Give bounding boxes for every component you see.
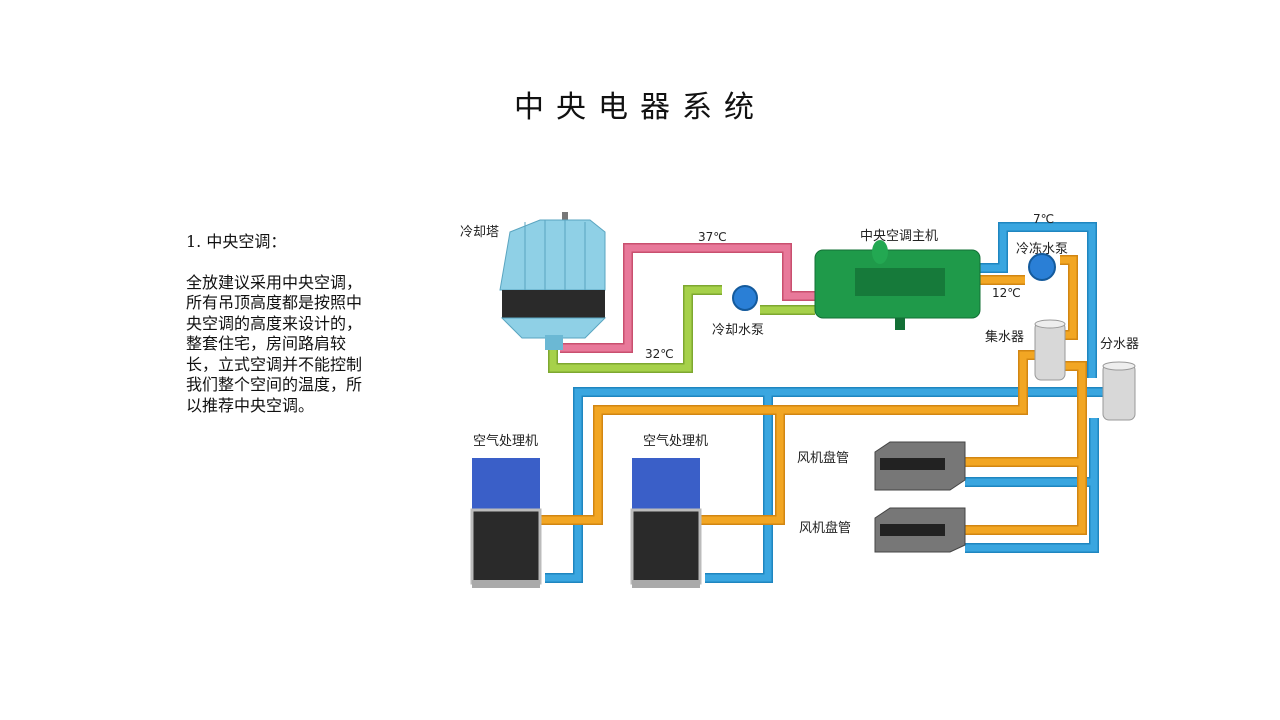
- description: 1. 中央空调： 全放建议采用中央空调，所有吊顶高度都是按照中央空调的高度来设计…: [186, 232, 366, 416]
- label-ahu-2: 空气处理机: [643, 434, 709, 449]
- cooling-tower: [499, 212, 607, 350]
- chilled-water-pump-icon: [1028, 253, 1056, 281]
- air-handling-unit-2: [630, 458, 702, 588]
- label-fcu-2: 风机盘管: [799, 521, 852, 536]
- hvac-diagram: 冷却塔 37℃ 中央空调主机 7℃ 冷冻水泵 12℃ 冷却水泵 32℃ 集水器 …: [440, 205, 1160, 605]
- label-fcu-1: 风机盘管: [797, 451, 850, 466]
- fan-coil-unit-2: [874, 507, 966, 553]
- slide-title: 中央电器系统: [514, 90, 766, 125]
- label-temp-32: 32℃: [645, 347, 674, 361]
- cooling-water-pump-icon: [732, 285, 758, 311]
- hvac-diagram-graphic: [470, 212, 1136, 588]
- label-temp-12: 12℃: [992, 286, 1021, 300]
- label-cooling-water-pump: 冷却水泵: [712, 323, 765, 338]
- label-chiller: 中央空调主机: [860, 229, 939, 244]
- label-temp-37: 37℃: [698, 230, 727, 244]
- fan-coil-unit-1: [874, 441, 966, 491]
- label-temp-7: 7℃: [1033, 212, 1055, 226]
- label-collector: 集水器: [985, 330, 1025, 345]
- water-distributor: [1102, 361, 1136, 421]
- label-chilled-water-pump: 冷冻水泵: [1016, 242, 1069, 257]
- label-ahu-1: 空气处理机: [473, 434, 539, 449]
- label-cooling-tower: 冷却塔: [460, 225, 500, 240]
- chiller-unit: [814, 240, 981, 330]
- label-distributor: 分水器: [1100, 337, 1140, 352]
- section-heading: 1. 中央空调：: [186, 232, 287, 251]
- water-collector: [1034, 319, 1066, 381]
- air-handling-unit-1: [470, 458, 542, 588]
- section-body: 全放建议采用中央空调，所有吊顶高度都是按照中央空调的高度来设计的，整套住宅，房间…: [186, 272, 363, 415]
